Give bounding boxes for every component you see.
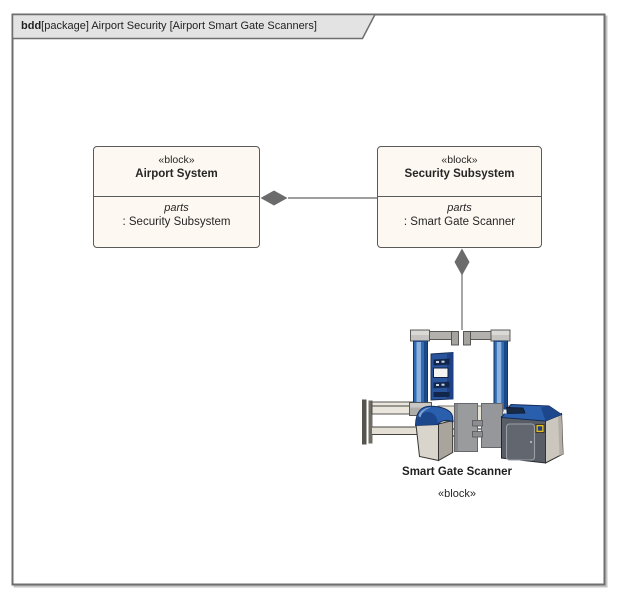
- block-stereotype: «block»: [441, 154, 478, 166]
- block-stereotype: «block»: [158, 154, 195, 166]
- composition-connector-airport-to-security[interactable]: [260, 190, 378, 206]
- right-pillar: [463, 329, 511, 412]
- block-airport-system[interactable]: «block» Airport System parts : Security …: [93, 146, 260, 248]
- control-panel: [430, 352, 454, 401]
- composition-diamond-icon: [260, 190, 288, 206]
- block-security-subsystem[interactable]: «block» Security Subsystem parts : Smart…: [377, 146, 542, 248]
- block-name-compartment: «block» Airport System: [94, 147, 259, 197]
- block-parts-compartment: parts : Security Subsystem: [94, 197, 259, 228]
- panel-screen: [433, 367, 449, 378]
- frame-name-tab: [11, 13, 377, 40]
- block-parts-compartment: parts : Smart Gate Scanner: [378, 197, 541, 228]
- frame-title-text: [package] Airport Security [Airport Smar…: [41, 20, 317, 32]
- composition-connector-security-to-scanner[interactable]: [454, 248, 470, 331]
- composition-diamond-icon: [454, 248, 470, 276]
- block-name: Airport System: [135, 168, 218, 180]
- part-entry[interactable]: : Smart Gate Scanner: [403, 216, 516, 228]
- frame-title-keyword: bdd: [21, 20, 42, 32]
- part-entry[interactable]: : Security Subsystem: [122, 216, 231, 228]
- right-pod: [500, 403, 564, 464]
- pod-top-screen: [506, 407, 526, 414]
- block-name: Security Subsystem: [404, 168, 515, 180]
- parts-label: parts: [164, 202, 189, 214]
- scanner-caption: Smart Gate Scanner «block»: [337, 466, 577, 500]
- scanner-stereotype: «block»: [438, 488, 476, 500]
- parts-label: parts: [447, 202, 472, 214]
- left-pillar: [409, 329, 459, 416]
- scanner-name: Smart Gate Scanner: [402, 466, 512, 478]
- smart-gate-scanner-image[interactable]: [362, 329, 564, 464]
- frame-title: bdd[package] Airport Security [Airport S…: [21, 15, 317, 38]
- block-name-compartment: «block» Security Subsystem: [378, 147, 541, 197]
- pod-door: [505, 423, 536, 461]
- diagram-frame: [11, 13, 608, 588]
- left-pod: [415, 405, 454, 462]
- gate-flaps: [454, 403, 503, 452]
